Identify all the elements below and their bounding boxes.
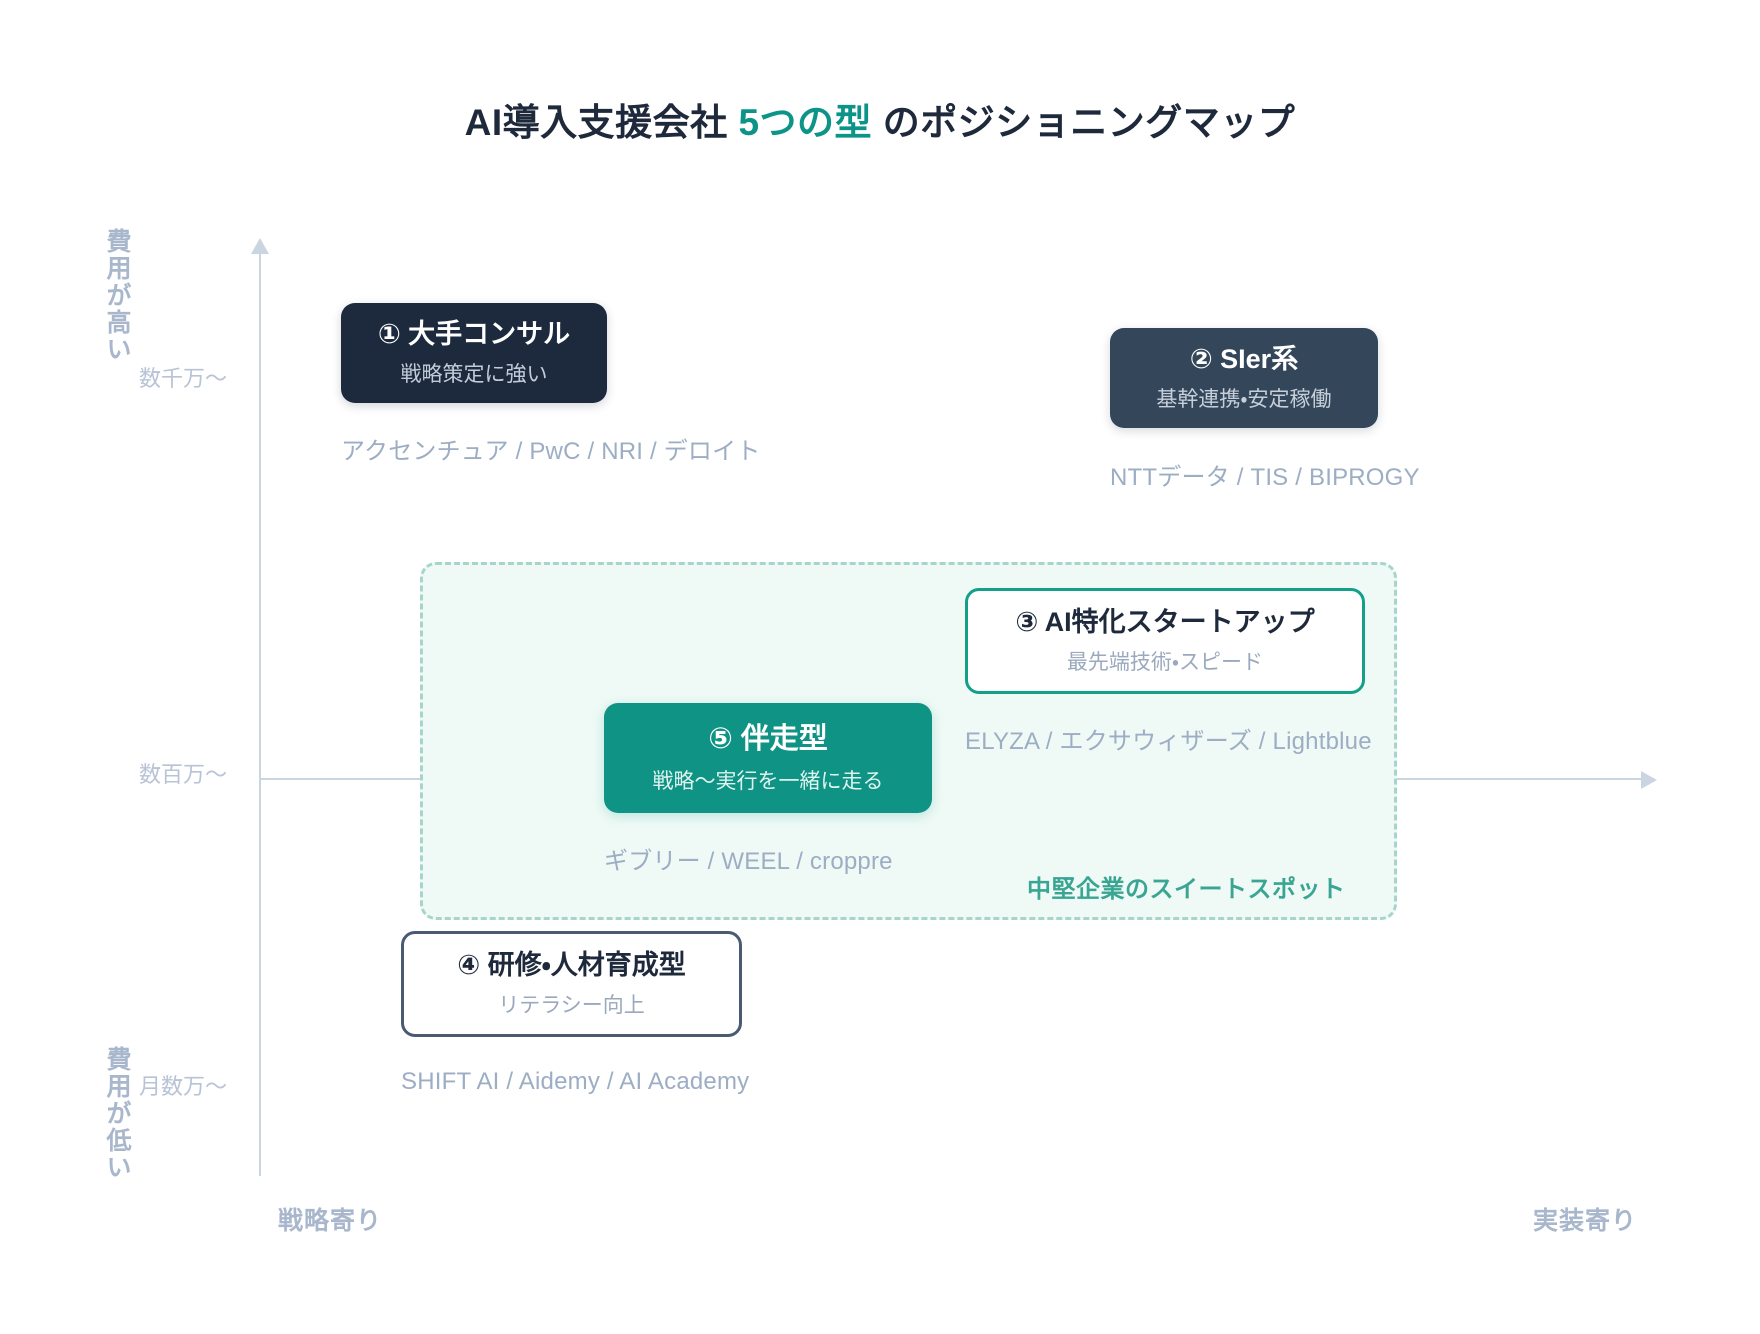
card-companion[interactable]: ⑤ 伴走型 戦略〜実行を一緒に走る (604, 703, 932, 813)
card-title: ④ 研修・人材育成型 (457, 950, 686, 981)
card-companies-companion: ギブリー / WEEL / croppre (604, 848, 893, 875)
title-accent: 5つの型 (738, 102, 873, 143)
x-axis-left-label: 戦略寄り (278, 1207, 383, 1235)
card-title: ⑤ 伴走型 (708, 723, 828, 755)
y-tick-label-high: 数千万〜 (139, 366, 228, 391)
y-axis-high-label: 費用が高い (103, 228, 131, 363)
card-companies-training: SHIFT AI / Aidemy / AI Academy (401, 1068, 750, 1095)
card-subtitle: 戦略策定に強い (400, 363, 548, 387)
card-title: ② SIer系 (1189, 344, 1299, 375)
card-training[interactable]: ④ 研修・人材育成型 リテラシー向上 (401, 931, 742, 1037)
title-suffix: のポジショニングマップ (872, 102, 1296, 143)
x-axis-right-label: 実装寄り (1533, 1207, 1638, 1235)
y-tick-label-mid: 数百万〜 (139, 762, 228, 787)
card-major-consulting[interactable]: ① 大手コンサル 戦略策定に強い (341, 303, 607, 403)
card-companies-ai-startup: ELYZA / エクサウィザーズ / Lightblue (965, 728, 1372, 755)
sweet-spot-label: 中堅企業のスイートスポット (1027, 876, 1346, 903)
title-prefix: AI導入支援会社 (464, 102, 739, 143)
card-companies-sier: NTTデータ / TIS / BIPROGY (1110, 464, 1420, 491)
card-ai-startup[interactable]: ③ AI特化スタートアップ 最先端技術・スピード (965, 588, 1365, 694)
card-subtitle: 基幹連携・安定稼働 (1156, 388, 1332, 412)
card-subtitle: リテラシー向上 (498, 994, 645, 1018)
card-title: ③ AI特化スタートアップ (1015, 607, 1315, 638)
card-sier[interactable]: ② SIer系 基幹連携・安定稼働 (1110, 328, 1378, 428)
card-subtitle: 戦略〜実行を一緒に走る (652, 769, 884, 793)
y-axis-arrow-icon (251, 238, 269, 254)
card-title: ① 大手コンサル (377, 319, 571, 350)
x-axis-arrow-icon (1641, 771, 1657, 789)
y-axis-low-label: 費用が低い (103, 1046, 131, 1181)
card-subtitle: 最先端技術・スピード (1066, 651, 1264, 675)
y-tick-label-low: 月数万〜 (139, 1074, 228, 1099)
page-title: AI導入支援会社 5つの型 のポジショニングマップ (0, 92, 1760, 146)
card-companies-major-consulting: アクセンチュア / PwC / NRI / デロイト (341, 438, 761, 465)
y-axis-line (259, 246, 261, 1176)
